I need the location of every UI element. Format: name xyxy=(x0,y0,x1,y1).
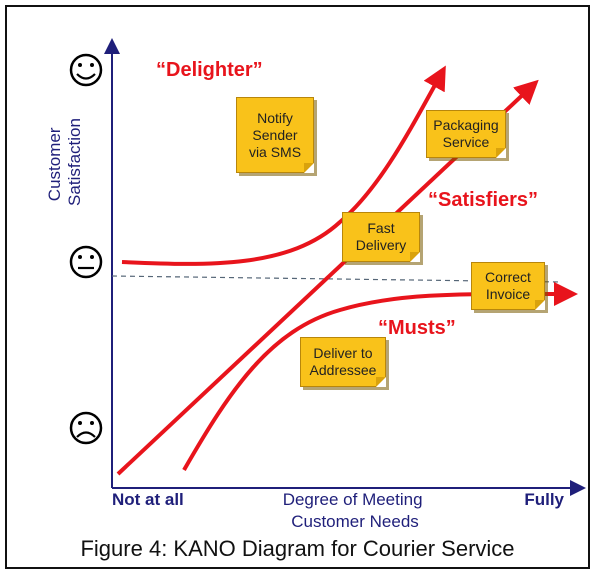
note-correct-invoice: Correct Invoice xyxy=(471,262,545,310)
sad-face-icon xyxy=(69,411,103,445)
neutral-face-icon xyxy=(69,245,103,279)
note-notify-sender: Notify Sender via SMS xyxy=(236,97,314,173)
x-axis-left-label: Not at all xyxy=(112,490,184,509)
note-packaging-service: Packaging Service xyxy=(426,110,506,158)
happy-face-icon xyxy=(69,53,103,87)
satisfiers-label: “Satisfiers” xyxy=(428,189,538,211)
note-fast-delivery: Fast Delivery xyxy=(342,212,420,262)
y-axis-label: Customer Satisfaction xyxy=(45,118,84,206)
musts-label: “Musts” xyxy=(378,317,456,339)
note-deliver-to-addressee: Deliver to Addressee xyxy=(300,337,386,387)
figure-caption: Figure 4: KANO Diagram for Courier Servi… xyxy=(80,536,515,561)
x-axis-right-label: Fully xyxy=(524,490,564,509)
delighter-label: “Delighter” xyxy=(156,59,263,81)
neutral-line xyxy=(111,275,563,283)
x-axis-center-label: Degree of Meeting Customer Needs xyxy=(283,490,428,531)
delighter-curve xyxy=(121,65,446,266)
